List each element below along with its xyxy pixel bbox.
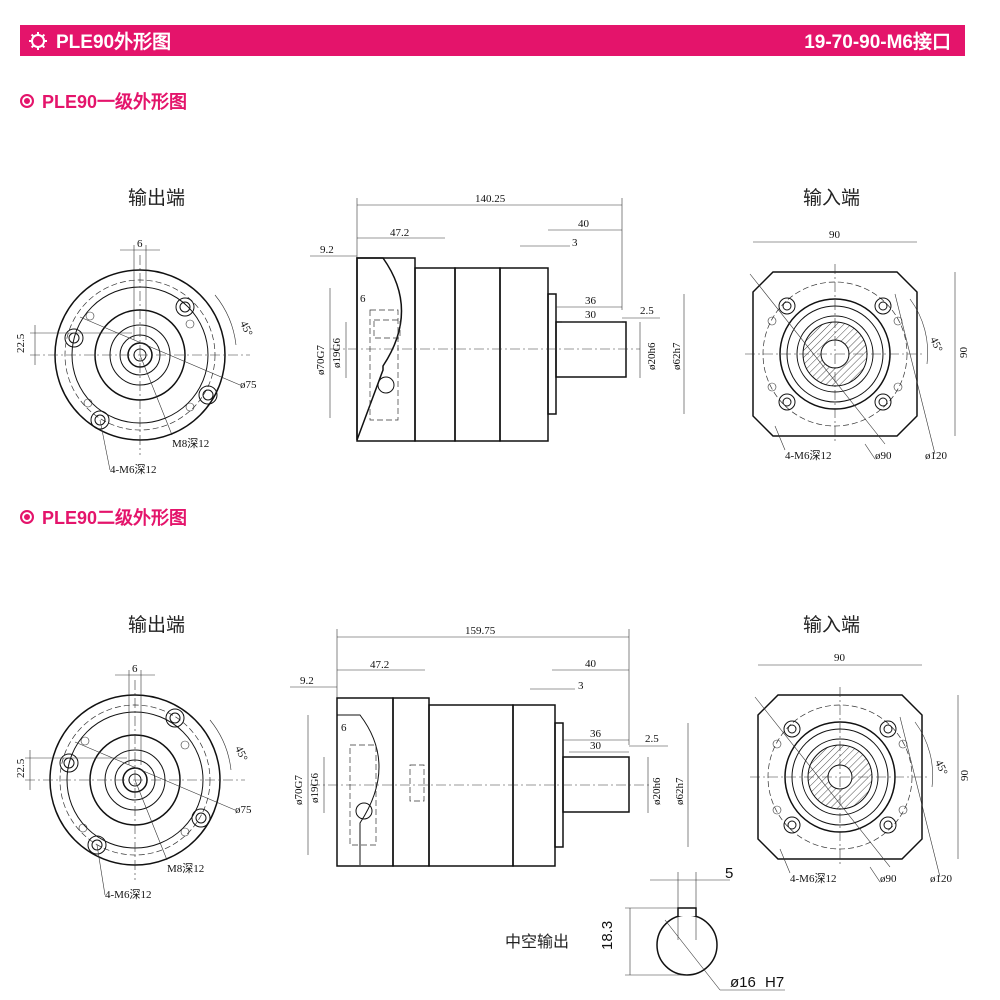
dim-phi120: ø120	[925, 450, 948, 462]
dim-22-5-2: 22.5	[15, 758, 27, 778]
dim-len1: 140.25	[475, 193, 506, 205]
dim-phi75: ø75	[240, 379, 257, 391]
dim-90-h: 90	[829, 229, 841, 241]
dim-30: 30	[585, 309, 597, 321]
gear-icon	[29, 31, 47, 50]
dim-m8: M8深12	[172, 437, 209, 450]
dim-6-side-b: 6	[341, 722, 347, 734]
header-title: PLE90外形图	[56, 32, 172, 53]
dim-2-5: 2.5	[640, 305, 654, 317]
dim-phi19-b: ø19G6	[309, 773, 321, 803]
dim-phi70: ø70G7	[315, 345, 327, 375]
dim-phi90: ø90	[875, 450, 892, 462]
section-title-1: PLE90一级外形图	[20, 88, 187, 114]
key-dim-18-3: 18.3	[599, 921, 616, 950]
bullet-icon	[20, 510, 34, 524]
bullet-icon	[20, 94, 34, 108]
side-view-1: 140.25 47.2 9.2 40 3 36 30 2.5 ø70G7 ø1	[310, 193, 685, 442]
dim-m6: 4-M6深12	[110, 463, 156, 476]
key-dim-h7: H7	[765, 974, 784, 991]
header-interface: 19-70-90-M6接口	[804, 32, 951, 53]
output-end-label-1: 输出端	[128, 187, 186, 209]
dim-6-2: 6	[132, 663, 138, 675]
key-dim-5: 5	[725, 865, 733, 882]
dim-40-b: 40	[585, 658, 597, 670]
dim-3: 3	[572, 237, 578, 249]
dim-45-2: 45°	[232, 744, 249, 763]
dim-22-5: 22.5	[15, 333, 27, 353]
dim-phi90-2: ø90	[880, 873, 897, 885]
dim-45: 45°	[237, 319, 254, 338]
dim-phi70-b: ø70G7	[293, 775, 305, 805]
hollow-output-detail: 5 18.3 ø16 H7	[599, 865, 785, 991]
dim-45-in-2: 45°	[932, 758, 949, 777]
output-end-view-2: 6 22.5 45° ø75 M8深12 4-M6深12	[15, 663, 252, 901]
dim-9-2-b: 9.2	[300, 675, 314, 687]
dim-40: 40	[578, 218, 590, 230]
dim-m8-2: M8深12	[167, 862, 204, 875]
dim-90-h-2: 90	[834, 652, 846, 664]
dim-30-b: 30	[590, 740, 602, 752]
dim-3-b: 3	[578, 680, 584, 692]
dim-phi120-2: ø120	[930, 873, 953, 885]
dim-47-2: 47.2	[390, 227, 409, 239]
header-left: PLE90外形图	[28, 27, 171, 54]
dim-phi75-2: ø75	[235, 804, 252, 816]
dim-6: 6	[137, 238, 143, 250]
dim-36: 36	[585, 295, 597, 307]
dim-m6-2: 4-M6深12	[105, 888, 151, 901]
input-end-view-2: 90 90 4-M6深12 ø90 ø120 45°	[750, 652, 971, 885]
header-bar: PLE90外形图 19-70-90-M6接口	[20, 25, 965, 56]
key-dim-phi16: ø16	[730, 974, 756, 991]
dim-len2: 159.75	[465, 625, 496, 637]
dim-phi62: ø62h7	[671, 342, 683, 370]
hollow-output-label: 中空输出	[505, 932, 570, 951]
dim-45-in: 45°	[927, 335, 944, 354]
input-end-view-1: 90 90 4-M6深12 ø90 ø120 45°	[745, 229, 970, 462]
dim-90-v-2: 90	[959, 770, 971, 782]
dim-m6-in-2: 4-M6深12	[790, 872, 836, 885]
input-end-label-2: 输入端	[803, 614, 861, 636]
output-end-view-1: 6 22.5 45° ø75 M8深12 4-M6深12	[15, 238, 257, 476]
input-end-label-1: 输入端	[803, 187, 861, 209]
dim-m6-in: 4-M6深12	[785, 449, 831, 462]
output-end-label-2: 输出端	[128, 614, 186, 636]
dim-9-2: 9.2	[320, 244, 334, 256]
dim-phi19: ø19G6	[331, 338, 343, 368]
dim-phi20-b: ø20h6	[651, 777, 663, 805]
section-title-2: PLE90二级外形图	[20, 504, 187, 530]
dim-phi62-b: ø62h7	[674, 777, 686, 805]
dim-36-b: 36	[590, 728, 602, 740]
dim-2-5-b: 2.5	[645, 733, 659, 745]
dim-phi20: ø20h6	[646, 342, 658, 370]
dim-47-2-b: 47.2	[370, 659, 389, 671]
dim-90-v: 90	[958, 347, 970, 359]
dim-6-side: 6	[360, 293, 366, 305]
side-view-2: 159.75 47.2 9.2 40 3 36 30 2.5 ø70G7 ø19…	[290, 625, 689, 867]
